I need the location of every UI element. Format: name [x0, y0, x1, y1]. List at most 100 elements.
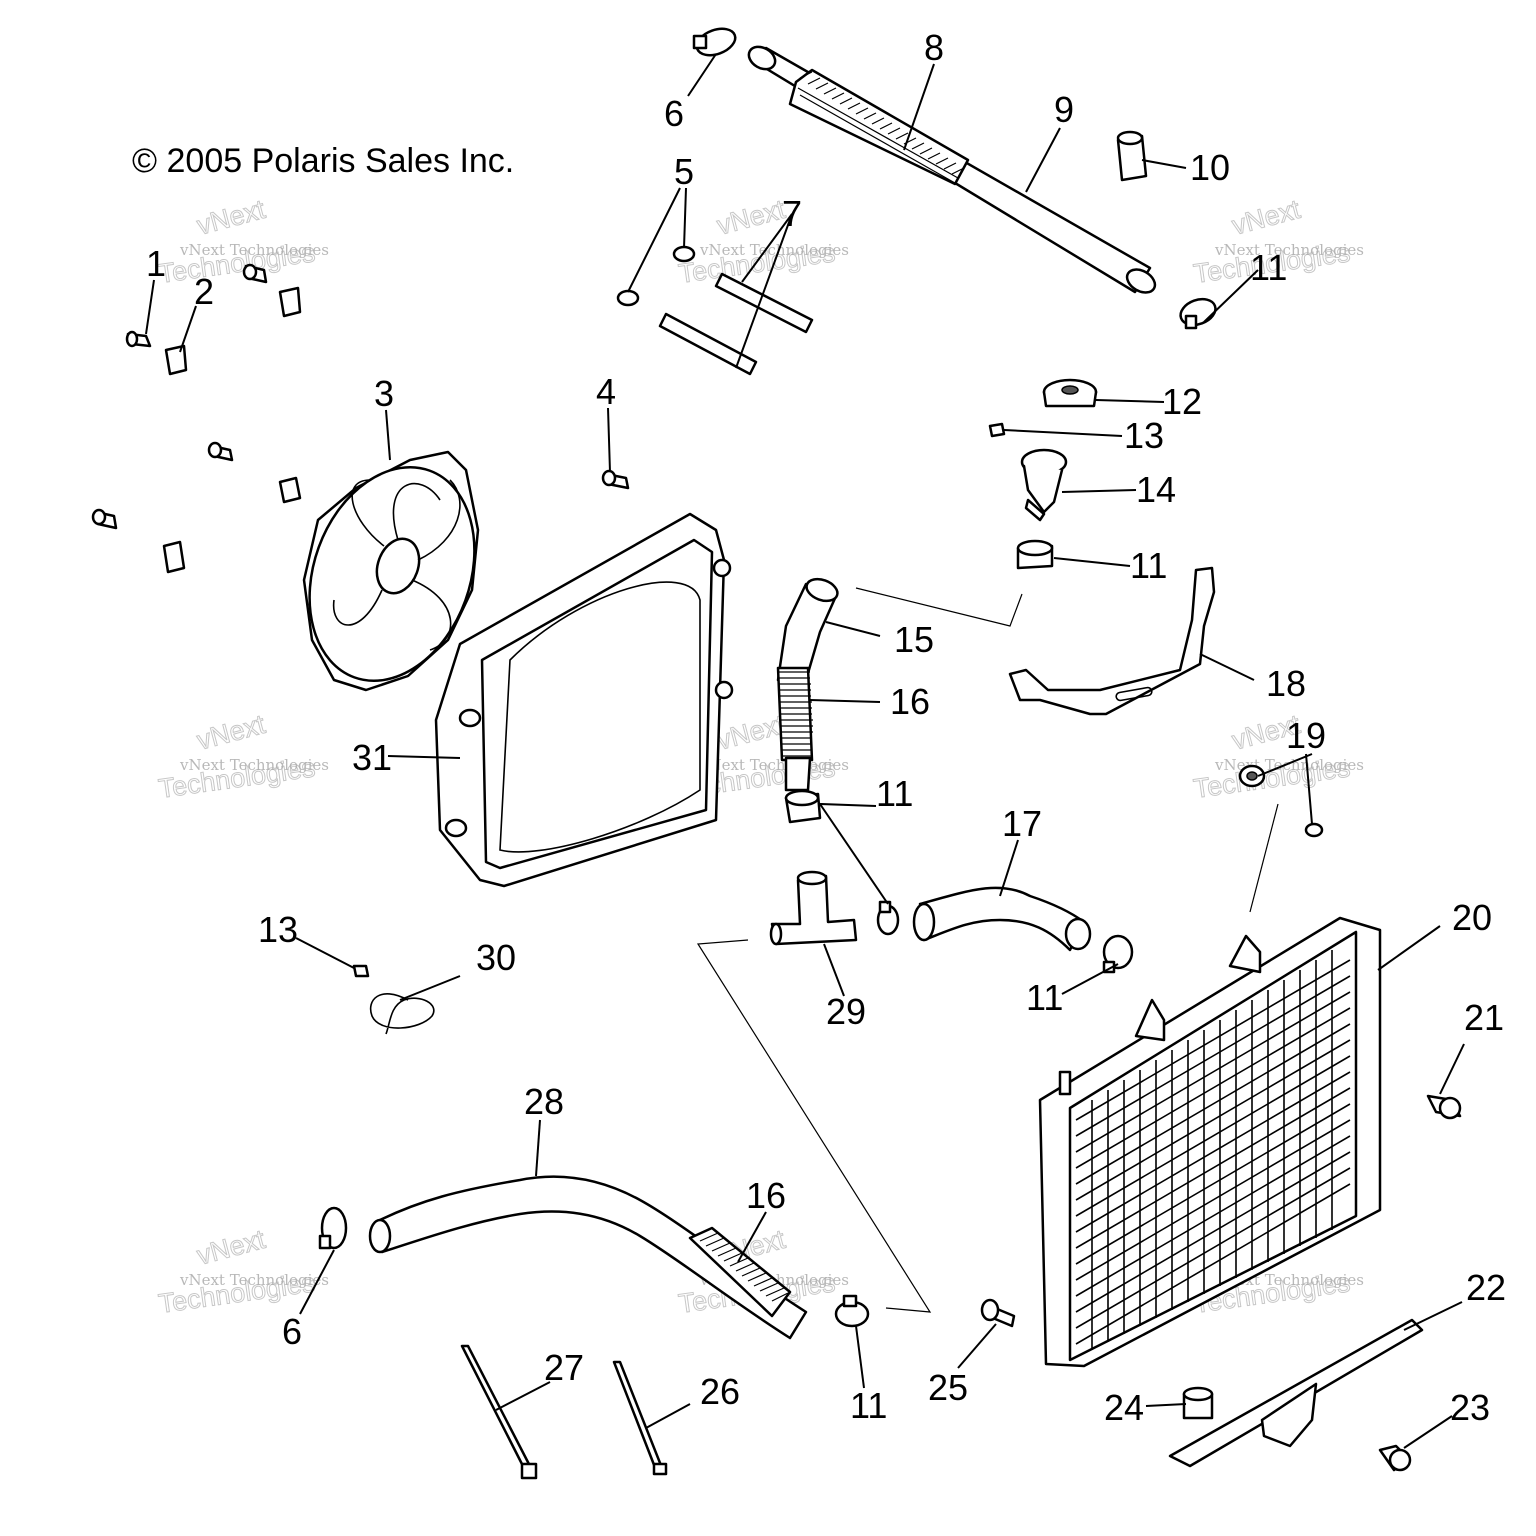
watermark: vNext vNext Technologies Technologies [156, 708, 329, 804]
callout-14: 14 [1136, 469, 1176, 510]
callout-11-top: 11 [1250, 247, 1287, 288]
lower-hose-part-28 [368, 1175, 808, 1340]
watermark: vNext vNext Technologies Technologies [156, 1223, 329, 1319]
callout-28: 28 [524, 1081, 564, 1122]
hose-clamp-top [692, 27, 737, 57]
assembly-lines [696, 587, 1279, 1313]
copyright-text: © 2005 Polaris Sales Inc. [132, 142, 514, 180]
hose-clamp-11-mid [784, 789, 822, 824]
watermark: vNext vNext Technologies Technologies [156, 193, 329, 289]
callout-13-lower: 13 [258, 909, 298, 950]
bolt-part-21 [1426, 1094, 1462, 1120]
watermark-brand: vNext [1229, 194, 1304, 241]
radiator-fins [1075, 950, 1351, 1350]
callout-11-mid: 11 [876, 773, 913, 814]
watermark: vNext vNext Technologies Technologies [1191, 708, 1364, 804]
callout-8: 8 [924, 27, 944, 68]
tee-fitting-part-29 [769, 870, 858, 946]
radiator-part-20 [1038, 916, 1382, 1368]
watermark-text: vNext Technologies [179, 241, 329, 259]
bolt-left [91, 508, 118, 530]
callout-12: 12 [1162, 381, 1202, 422]
watermark-text: vNext Technologies [1214, 241, 1364, 259]
bracket-part-18 [1008, 566, 1216, 716]
pin-part-19 [1304, 822, 1324, 838]
watermark-text: vNext Technologies [699, 241, 849, 259]
cable-tie-part-27 [460, 1344, 538, 1480]
callout-31: 31 [352, 737, 392, 778]
watermark-text: vNext Technologies [179, 756, 329, 774]
callout-3: 3 [374, 373, 394, 414]
callout-23: 23 [1450, 1387, 1490, 1428]
callout-10: 10 [1190, 147, 1230, 188]
hose-clamp-11-right [1102, 934, 1134, 974]
hose-clamp-6-lower [318, 1206, 348, 1250]
callout-6-top: 6 [664, 93, 684, 134]
spacer-part-24 [1182, 1386, 1214, 1420]
callout-16-lower: 16 [746, 1175, 786, 1216]
bolt-upper [242, 263, 268, 284]
bolt-part-1 [125, 330, 152, 348]
callout-24: 24 [1104, 1387, 1144, 1428]
callout-5: 5 [674, 151, 694, 192]
hose-clamp-11-filler [1016, 539, 1054, 570]
hose-wrap-coil [797, 71, 965, 184]
callout-25: 25 [928, 1367, 968, 1408]
callout-7: 7 [782, 193, 802, 234]
callout-6-lower: 6 [282, 1311, 302, 1352]
hose-part-17 [912, 886, 1092, 952]
callout-9: 9 [1054, 89, 1074, 130]
tube-part-7b [658, 312, 758, 376]
hose-clamp-11-left [876, 900, 900, 936]
callout-numbers: 1 2 3 4 5 6 7 8 9 10 11 12 13 14 11 15 1… [146, 27, 1506, 1428]
callout-20: 20 [1452, 897, 1492, 938]
hose-clamp-11-lower [834, 1294, 870, 1328]
hose-wrap-part-16-upper [776, 666, 814, 792]
callout-4: 4 [596, 371, 616, 412]
hose-clamp-11-top [1179, 297, 1217, 330]
hose-wrap-part-16-lower [688, 1226, 792, 1318]
callout-16-upper: 16 [890, 681, 930, 722]
callout-17: 17 [1002, 803, 1042, 844]
leader-lines [145, 53, 1465, 1449]
callout-2: 2 [194, 271, 214, 312]
watermark-text: vNext Technologies [179, 1271, 329, 1289]
tube-part-7a [714, 272, 814, 334]
fan-shroud-part-31 [434, 512, 734, 888]
radiator-cap-part-12 [1042, 378, 1098, 408]
callout-11-right: 11 [1026, 977, 1063, 1018]
callout-22: 22 [1466, 1267, 1506, 1308]
filler-neck-part-14 [1020, 448, 1068, 522]
cooling-fan-part-3 [302, 450, 480, 692]
callout-1: 1 [146, 243, 166, 284]
bolt-part-25 [980, 1298, 1016, 1328]
hose-part-15 [776, 577, 839, 682]
bolt-part-23 [1378, 1444, 1412, 1472]
upper-coolant-hose [747, 45, 1157, 294]
watermark-brand: vNext [714, 709, 789, 756]
watermark: vNext vNext Technologies Technologies [676, 193, 849, 289]
callout-27: 27 [544, 1347, 584, 1388]
callout-29: 29 [826, 991, 866, 1032]
callout-11-lower: 11 [850, 1385, 887, 1426]
callout-15: 15 [894, 619, 934, 660]
clip-mid [278, 476, 302, 504]
clip-part-2 [164, 344, 188, 376]
clip-upper [278, 286, 302, 318]
screw-part-13-top [988, 422, 1006, 438]
lower-bracket-part-22 [1168, 1318, 1424, 1468]
callout-19: 19 [1286, 715, 1326, 756]
callout-26: 26 [700, 1371, 740, 1412]
callout-11-filler: 11 [1130, 545, 1167, 586]
callout-13-top: 13 [1124, 415, 1164, 456]
watermark-brand: vNext [194, 709, 269, 756]
cable-tie-part-26 [612, 1360, 668, 1476]
watermark-brand: vNext [194, 194, 269, 241]
bolt-mid [207, 441, 234, 462]
hose-sleeve-part-10 [1116, 130, 1148, 182]
bolt-part-4 [601, 469, 630, 490]
callout-21: 21 [1464, 997, 1504, 1038]
screw-part-13-lower [352, 964, 370, 978]
callout-30: 30 [476, 937, 516, 978]
